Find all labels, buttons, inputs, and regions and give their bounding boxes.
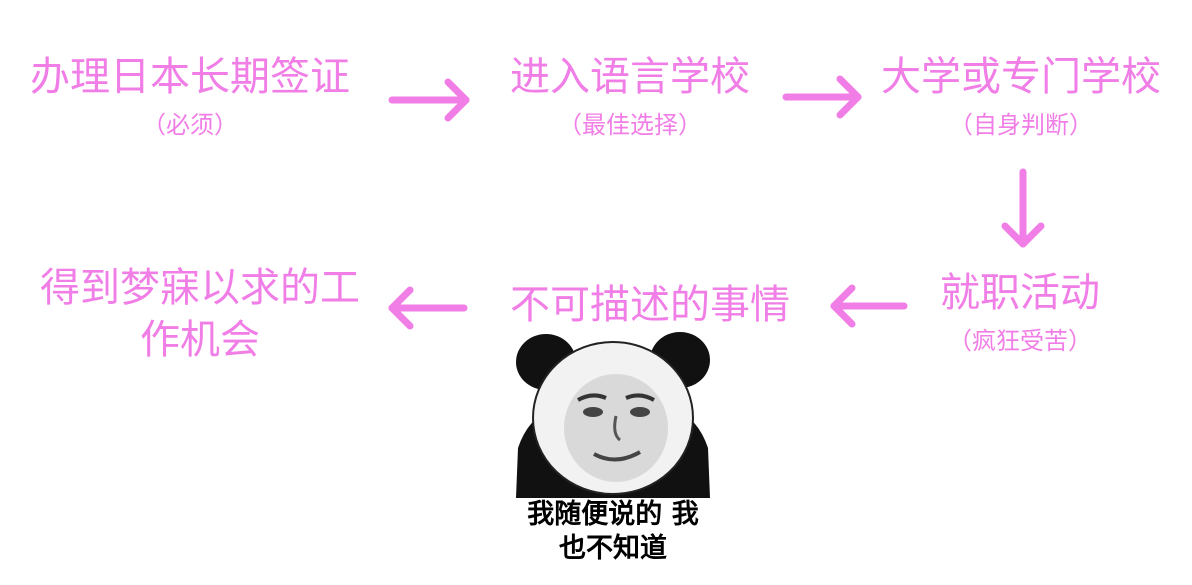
node-language-school-note: （最佳选择）: [558, 111, 702, 139]
panda-face-icon: [516, 332, 710, 498]
node-dream-job-title: 得到梦寐以求的工作机会: [40, 265, 360, 363]
node-visa-title: 办理日本长期签证: [30, 54, 350, 100]
meme-caption: 我随便说的 我 也不知道: [508, 498, 718, 566]
arrow-left-1: [830, 284, 908, 328]
node-job-hunting: 就职活动 （疯狂受苦）: [890, 268, 1150, 356]
arrow-right-2: [782, 75, 862, 119]
node-dream-job: 得到梦寐以求的工作机会: [40, 262, 360, 366]
node-undescribable: 不可描述的事情: [480, 280, 820, 330]
node-undescribable-title: 不可描述的事情: [510, 282, 790, 328]
arrow-left-2: [388, 286, 468, 330]
node-university-note: （自身判断）: [949, 111, 1093, 139]
node-visa-note: （必须）: [142, 111, 238, 139]
node-university: 大学或专门学校 （自身判断）: [860, 52, 1182, 140]
panda-meme: 我随便说的 我 也不知道: [508, 328, 718, 578]
arrow-right-1: [388, 78, 470, 122]
meme-caption-line-1: 我随便说的 我: [527, 499, 699, 530]
node-university-title: 大学或专门学校: [881, 54, 1161, 100]
node-job-hunting-title: 就职活动: [940, 270, 1100, 316]
node-job-hunting-note: （疯狂受苦）: [948, 327, 1092, 355]
arrow-down: [1001, 168, 1045, 248]
node-language-school: 进入语言学校 （最佳选择）: [470, 52, 790, 140]
node-language-school-title: 进入语言学校: [510, 54, 750, 100]
meme-caption-line-2: 也不知道: [559, 533, 667, 564]
node-visa: 办理日本长期签证 （必须）: [10, 52, 370, 140]
